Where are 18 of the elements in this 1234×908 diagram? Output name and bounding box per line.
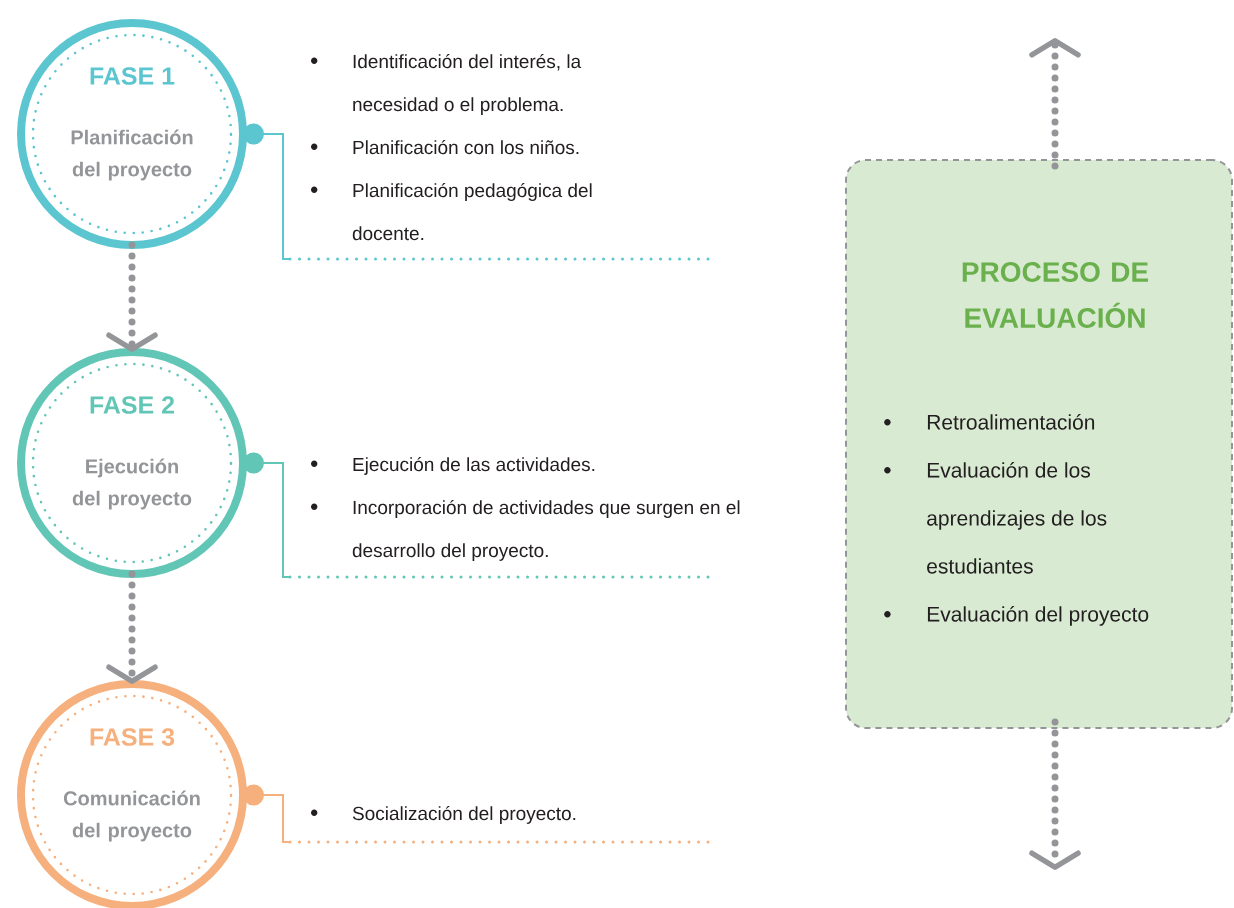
connector-line [243, 452, 291, 578]
bullet-item: Socialización del proyecto. [311, 806, 576, 824]
box-title: PROCESO DE EVALUACIÓN [962, 262, 1149, 328]
bullet-item: Incorporación de actividades que surgen en el desarrollo del proyecto. [311, 500, 740, 561]
bullet-item: Ejecución de las actividades. [311, 457, 595, 475]
bullet-item: Identificación del interés, la necesidad o el problema. [311, 54, 582, 115]
bullet-item: Planificación con los niños. [311, 140, 579, 155]
connector-line [243, 784, 291, 843]
bullet-item: Evaluación de los aprendizajes de los estudiantes [884, 462, 1107, 574]
arrow [1029, 38, 1081, 170]
arrow [1029, 718, 1081, 870]
arrow [106, 570, 158, 684]
node-label: Socialización del proyecto. [352, 806, 576, 824]
bullet-item: Planificación pedagógica del docente. [311, 183, 592, 241]
arrow [106, 241, 158, 352]
connector-line [243, 123, 291, 260]
bullet-item: Evaluación del proyecto [884, 606, 1149, 626]
bullet-item: Retroalimentación [884, 414, 1095, 430]
